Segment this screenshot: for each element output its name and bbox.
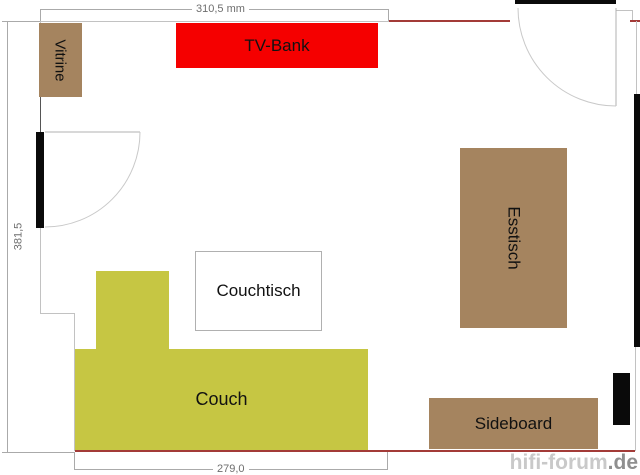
wall-top-right-jog-horizontal bbox=[616, 10, 632, 11]
wall-top-right-jog-vertical bbox=[632, 10, 633, 21]
wall-top-right-red-segment bbox=[630, 20, 640, 22]
wall-left-notch-horizontal bbox=[40, 313, 75, 314]
wall-left-middle bbox=[40, 228, 41, 313]
top-dimension-extension-right bbox=[388, 9, 389, 21]
bottom-dimension-extension-right bbox=[387, 452, 388, 470]
watermark-tld-text: .de bbox=[607, 451, 638, 474]
black-unit-right-wall bbox=[613, 373, 630, 425]
wall-bottom-red bbox=[75, 450, 635, 452]
left-dimension-label: 381,5 bbox=[12, 222, 25, 251]
bottom-dimension-extension-left bbox=[74, 452, 75, 470]
wall-top-left-segment bbox=[40, 21, 389, 22]
watermark: hifi-forum.de bbox=[510, 451, 638, 475]
wall-left-dark-segment bbox=[40, 97, 41, 132]
vitrine-cabinet: Vitrine bbox=[39, 23, 82, 97]
wall-right-black-segment bbox=[634, 94, 640, 347]
tv-bank-label: TV-Bank bbox=[244, 35, 310, 55]
door-leaf-left-black bbox=[36, 132, 44, 228]
esstisch-label: Esstisch bbox=[504, 206, 524, 270]
bottom-dimension-label: 279,0 bbox=[213, 463, 249, 475]
top-dimension-extension-left bbox=[40, 9, 41, 22]
door-lintel-top bbox=[515, 0, 616, 4]
esstisch-table: Esstisch bbox=[460, 148, 567, 328]
top-dimension-label: 310,5 mm bbox=[192, 3, 249, 16]
top-door-swing-arc bbox=[517, 7, 617, 107]
couch: Couch bbox=[75, 349, 368, 450]
couch-arm-section bbox=[96, 271, 169, 351]
wall-right-upper bbox=[636, 21, 637, 94]
vitrine-label: Vitrine bbox=[52, 38, 69, 82]
left-dimension-line bbox=[7, 22, 8, 452]
couchtisch-label: Couchtisch bbox=[216, 281, 301, 300]
watermark-site-text: hifi-forum bbox=[509, 451, 608, 474]
wall-right-lower bbox=[635, 347, 636, 451]
left-door-swing-arc bbox=[44, 131, 141, 228]
sideboard-label: Sideboard bbox=[474, 413, 553, 433]
wall-top-red-segment bbox=[389, 20, 510, 22]
tv-bank: TV-Bank bbox=[176, 23, 378, 68]
couch-label: Couch bbox=[195, 389, 248, 409]
wall-left-notch-vertical bbox=[74, 313, 75, 451]
left-dimension-extension-bottom bbox=[2, 452, 75, 453]
couch-body-section bbox=[75, 349, 368, 450]
left-dimension-extension-top bbox=[2, 21, 40, 22]
sideboard: Sideboard bbox=[429, 398, 598, 449]
couchtisch-table: Couchtisch bbox=[195, 251, 322, 331]
